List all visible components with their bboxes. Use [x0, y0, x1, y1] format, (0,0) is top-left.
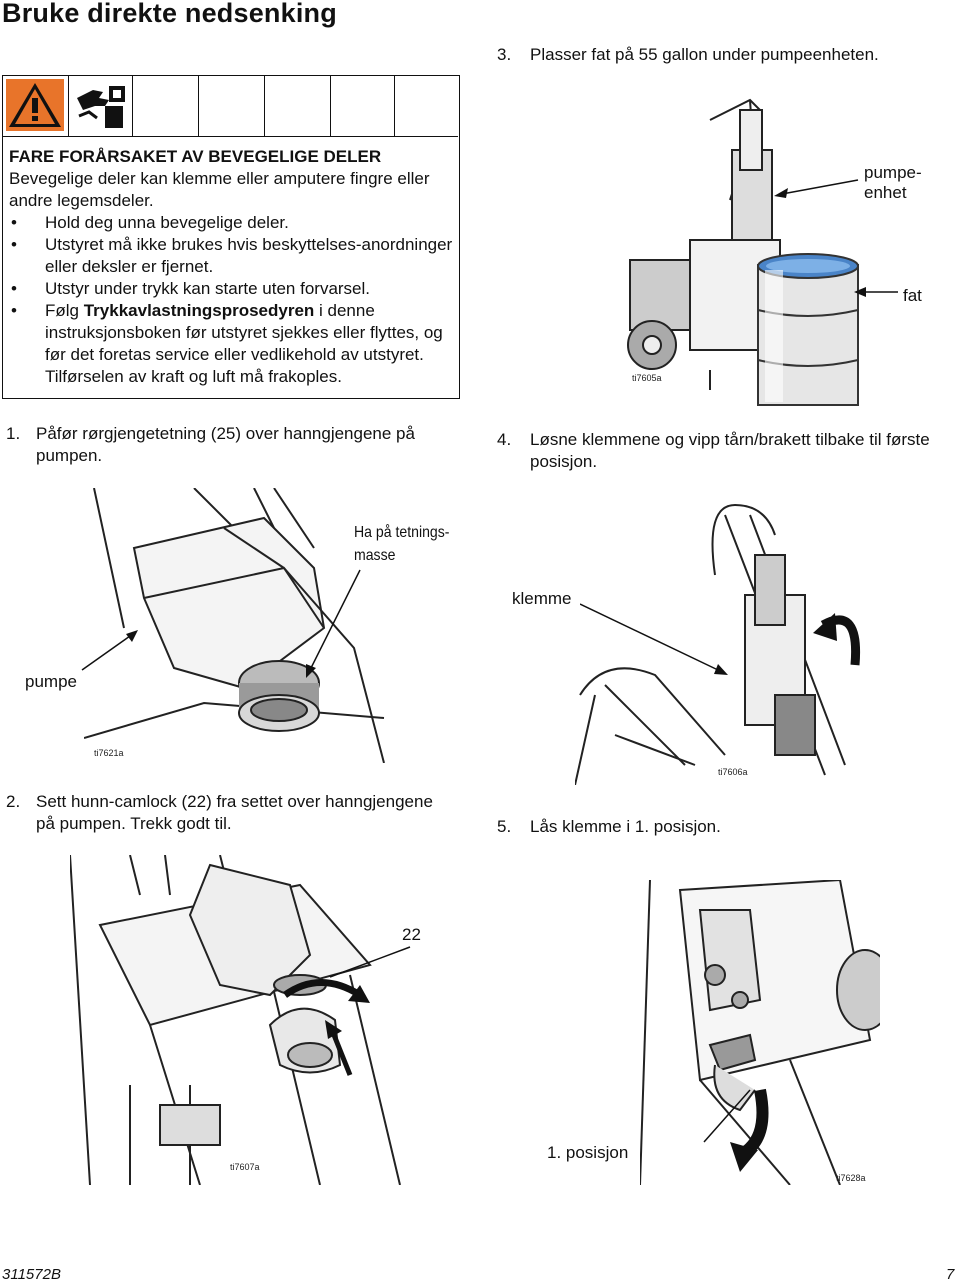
icon-cell-empty: [265, 76, 331, 136]
callout-arrows-fig4: [580, 603, 728, 675]
warning-bullets: Hold deg unna bevegelige deler. Utstyret…: [9, 212, 454, 388]
doc-number: 311572B: [2, 1266, 61, 1283]
callout-line: masse: [354, 547, 396, 564]
step-number: 3.: [497, 45, 512, 64]
warning-title: FARE FORÅRSAKET AV BEVEGELIGE DELER: [9, 147, 382, 166]
rotation-arrow-icon: [348, 985, 370, 1003]
callout-drum: fat: [903, 286, 922, 305]
step-text: Lås klemme i 1. posisjon.: [530, 817, 721, 836]
callout-line: pumpe-: [864, 163, 922, 182]
pump-threads-illustration: [83, 487, 385, 764]
figure-id: ti7606a: [718, 767, 748, 777]
figure-loosen-clamp: ti7606a: [574, 495, 875, 786]
warning-bullet-pressure-relief: Følg Trykkavlastningsprosedyren i denne …: [9, 300, 454, 388]
warning-icon-row: [3, 76, 458, 137]
pressure-relief-procedure-link: Trykkavlastningsprosedyren: [83, 301, 315, 320]
callout-arrows-fig5: [703, 1089, 751, 1143]
step-text: Løsne klemmene og vipp tårn/brakett tilb…: [530, 430, 930, 471]
arrow-head-icon: [306, 664, 316, 678]
arrow-head-icon: [126, 630, 138, 642]
callout-arrows-fig1: [81, 569, 361, 678]
step-number: 5.: [497, 817, 512, 836]
callout-part-22: 22: [402, 925, 421, 944]
rotation-arrow-icon: [730, 1142, 758, 1172]
camlock-illustration: [69, 854, 401, 1186]
step-number: 4.: [497, 430, 512, 449]
pump-drum-illustration: [627, 98, 859, 406]
step-text: Sett hunn-camlock (22) fra settet over h…: [36, 792, 433, 833]
figure-id: ti7607a: [230, 1162, 260, 1172]
moving-parts-hand-icon: [69, 76, 133, 136]
callout-position-1: 1. posisjon: [547, 1143, 629, 1162]
arrow-head-icon: [714, 664, 728, 675]
arrow-head-icon: [854, 287, 866, 297]
icon-cell-empty: [331, 76, 395, 136]
figure-id: ti7605a: [632, 373, 662, 383]
figure-id: ti7628a: [836, 1173, 866, 1183]
callout-sealant: Ha på tetnings- masse: [354, 521, 449, 567]
arrow-head-icon: [774, 188, 788, 198]
figure-install-camlock: ti7607a: [69, 854, 450, 1186]
step-text: Plasser fat på 55 gallon under pumpeenhe…: [530, 45, 879, 64]
rotation-arrow-icon: [813, 613, 837, 641]
pressure-relief-post: i denne instruksjonsboken før utstyret s…: [45, 301, 443, 386]
callout-arrows-fig3: [774, 179, 898, 297]
step-number: 2.: [6, 792, 21, 811]
warning-triangle-icon: [3, 76, 69, 136]
figure-lock-clamp: ti7628a: [639, 878, 894, 1186]
callout-line: Ha på tetnings-: [354, 524, 450, 541]
callout-pump-unit: pumpe- enhet: [864, 163, 922, 203]
warning-bullet: Utstyr under trykk kan starte uten forva…: [9, 278, 454, 300]
step-text: Påfør rørgjengetetning (25) over hanngje…: [36, 424, 415, 465]
arrow-head-icon: [325, 1020, 342, 1039]
callout-pump: pumpe: [25, 672, 77, 691]
clamp-tower-illustration: [574, 503, 861, 786]
callout-arrows-fig2: [329, 946, 411, 978]
lock-clamp-illustration: [639, 878, 894, 1186]
figure-id: ti7621a: [94, 748, 124, 758]
pressure-relief-pre: Følg: [45, 301, 84, 320]
warning-bullet: Hold deg unna bevegelige deler.: [9, 212, 454, 234]
warning-box: FARE FORÅRSAKET AV BEVEGELIGE DELER Beve…: [2, 75, 460, 399]
icon-cell-empty: [199, 76, 265, 136]
warning-text: FARE FORÅRSAKET AV BEVEGELIGE DELER Beve…: [9, 146, 454, 388]
figure-pump-over-drum: ti7605a: [600, 90, 900, 410]
icon-cell-empty: [133, 76, 199, 136]
icon-cell-empty: [395, 76, 458, 136]
figure-apply-sealant: ti7621a: [83, 487, 444, 764]
callout-clamp: klemme: [512, 589, 572, 608]
page-number: 7: [946, 1266, 955, 1283]
callout-line: enhet: [864, 183, 907, 202]
page-title: Bruke direkte nedsenking: [2, 0, 337, 28]
warning-intro: Bevegelige deler kan klemme eller ampute…: [9, 169, 430, 210]
warning-bullet: Utstyret må ikke brukes hvis beskyttelse…: [9, 234, 454, 278]
step-number: 1.: [6, 424, 21, 443]
